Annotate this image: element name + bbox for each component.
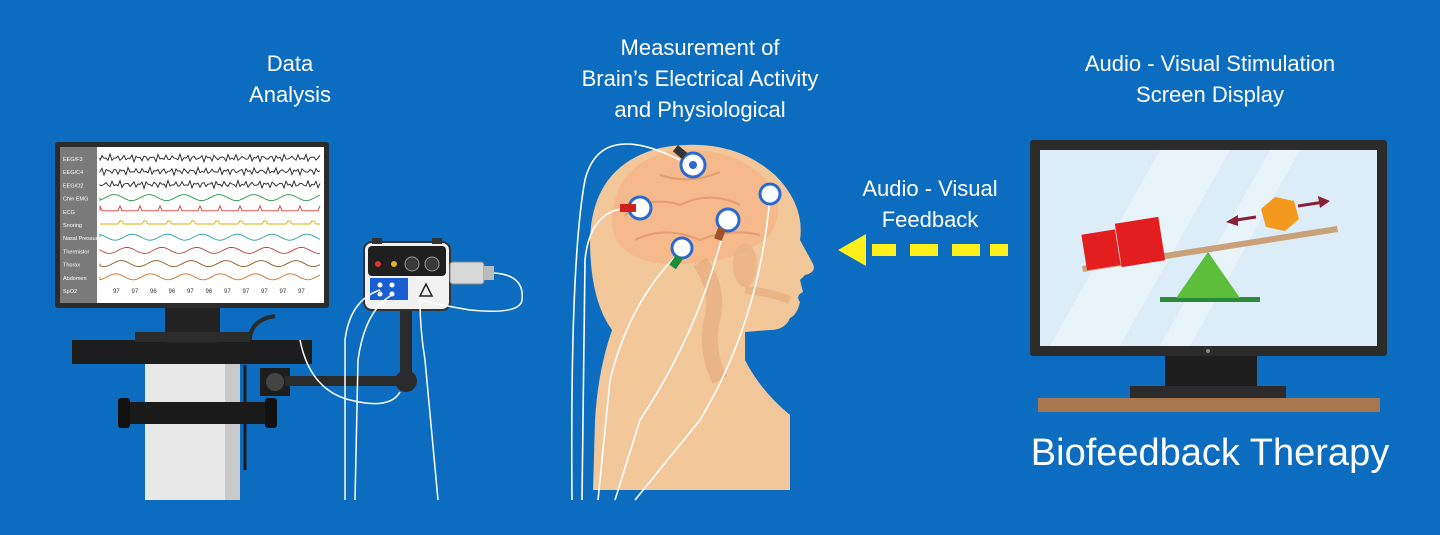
signal-trace	[99, 273, 321, 281]
spo2-value: 97	[224, 289, 231, 295]
channel-label: ECG	[63, 210, 75, 216]
channel-label: Thorax	[63, 263, 80, 269]
cables-head	[570, 143, 771, 501]
spo2-values: 97 97 96 96 97 96 97 97 97 97 97	[113, 289, 305, 295]
channel-label: Snoring	[63, 223, 82, 229]
av-stimulation-label: Audio - Visual Stimulation Screen Displa…	[1084, 51, 1336, 107]
cart-handle	[120, 402, 275, 424]
signal-trace	[99, 260, 321, 268]
channel-label: EEG/C4	[63, 170, 83, 176]
cables	[299, 272, 523, 501]
measurement-label: Measurement of Brain’s Electrical Activi…	[581, 35, 819, 122]
cart-desk	[72, 340, 312, 364]
page-title: Biofeedback Therapy	[1030, 432, 1390, 474]
channel-label: SpO2	[63, 289, 77, 295]
signal-trace	[99, 165, 321, 177]
ear	[733, 243, 757, 287]
channel-label: Abdomen	[63, 276, 87, 282]
cart-body	[145, 362, 240, 500]
electrode-icon	[620, 145, 782, 270]
mount-arm	[243, 300, 417, 470]
spo2-value: 97	[261, 289, 268, 295]
spo2-value: 96	[150, 289, 157, 295]
monitor-screen	[60, 147, 324, 303]
spo2-value: 96	[206, 289, 213, 295]
spo2-value: 97	[113, 289, 120, 295]
signal-trace	[99, 152, 321, 164]
head-profile-icon	[590, 144, 814, 490]
signal-trace	[99, 179, 321, 190]
channel-label-column	[60, 147, 97, 303]
brain-shape	[612, 149, 779, 265]
data-analysis-label: Data Analysis	[249, 51, 331, 107]
seesaw-icon	[1081, 196, 1338, 302]
amplifier-box-icon	[363, 238, 494, 311]
arrow-left-icon	[838, 234, 1008, 266]
signal-trace	[100, 220, 320, 225]
spo2-value: 97	[243, 289, 250, 295]
signal-traces	[99, 152, 321, 281]
spo2-value: 97	[132, 289, 139, 295]
signal-trace	[99, 204, 321, 212]
channel-label: EEG/F3	[63, 157, 83, 163]
channel-label: EEG/O2	[63, 183, 83, 189]
display-shelf	[1038, 398, 1380, 412]
spo2-value: 96	[169, 289, 176, 295]
channel-label: Thermistor	[63, 249, 89, 255]
channel-label: Chin EMG	[63, 197, 88, 203]
signal-trace	[99, 194, 321, 202]
spo2-value: 97	[280, 289, 287, 295]
spo2-value: 97	[187, 289, 194, 295]
signal-trace	[99, 246, 321, 254]
channel-label: Nasal Pressure	[63, 236, 101, 242]
av-feedback-label: Audio - Visual Feedback	[862, 176, 998, 232]
signal-trace	[99, 233, 321, 241]
spo2-value: 97	[298, 289, 305, 295]
